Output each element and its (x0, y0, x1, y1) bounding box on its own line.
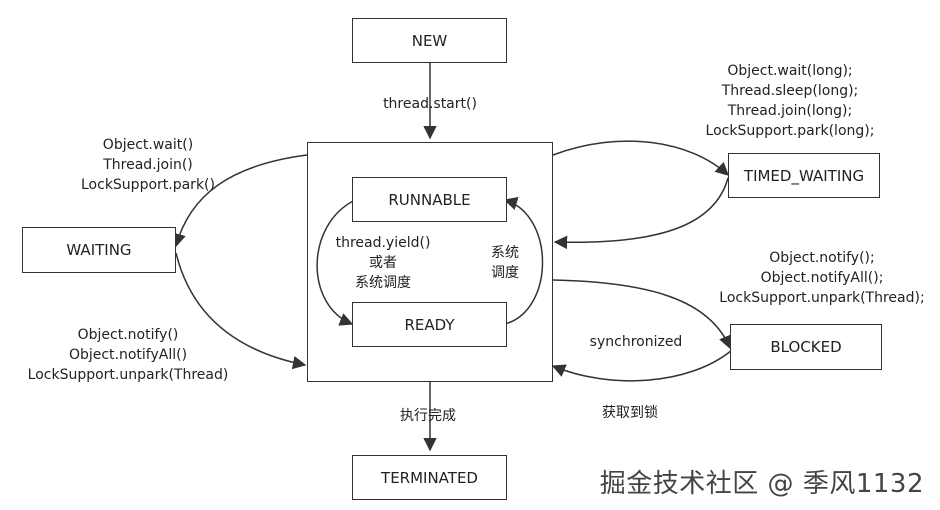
arrow-to-waiting (172, 154, 308, 248)
arrow-ready-to-runnable (503, 197, 544, 325)
state-runnable: RUNNABLE (352, 177, 507, 222)
arrow-from-timed-waiting (553, 177, 729, 250)
arrow-to-blocked (552, 279, 732, 350)
label-finish: 执行完成 (400, 408, 456, 424)
runnable-container (307, 142, 553, 382)
state-blocked: BLOCKED (730, 324, 882, 370)
state-new: NEW (352, 18, 507, 63)
state-terminated: TERMINATED (352, 455, 507, 500)
label-to-waiting: Object.wait() Thread.join() LockSupport.… (81, 137, 215, 193)
label-from-waiting: Object.notify() Object.notifyAll() LockS… (27, 327, 229, 383)
label-schedule: 系统 调度 (491, 245, 519, 281)
label-from-blocked: Object.notify(); Object.notifyAll(); Loc… (719, 250, 925, 306)
state-ready: READY (352, 302, 507, 347)
label-thread-start: thread.start() (383, 96, 477, 112)
arrow-runnable-to-ready (316, 199, 356, 326)
arrow-from-blocked (551, 349, 733, 382)
label-to-timed-waiting: Object.wait(long); Thread.sleep(long); T… (705, 63, 875, 139)
label-yield: thread.yield() 或者 系统调度 (335, 235, 431, 291)
arrow-from-waiting (175, 252, 307, 370)
label-acquire-lock: 获取到锁 (602, 405, 658, 421)
label-synchronized: synchronized (589, 334, 683, 350)
state-waiting: WAITING (22, 227, 176, 273)
arrow-to-timed-waiting (552, 140, 729, 176)
watermark: 掘金技术社区 @ 季风1132 (599, 469, 924, 499)
state-timed-waiting: TIMED_WAITING (728, 153, 880, 198)
